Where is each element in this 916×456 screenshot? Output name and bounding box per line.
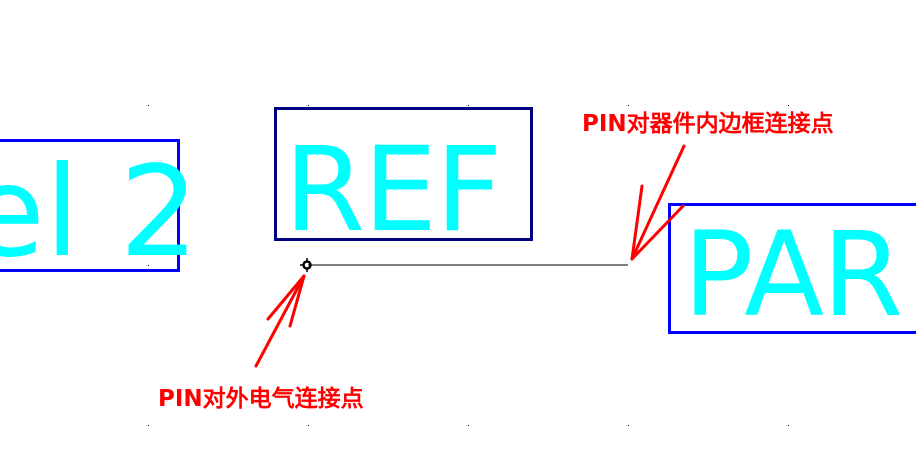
grid-dot xyxy=(468,425,469,426)
part-label-box[interactable] xyxy=(668,203,916,334)
annotation-outer-connection: PIN对外电气连接点 xyxy=(158,386,364,412)
grid-dot xyxy=(628,105,629,106)
grid-dot xyxy=(308,425,309,426)
grid-dot xyxy=(788,425,789,426)
pin-connection-point-icon[interactable] xyxy=(300,258,312,272)
arrow-inner-connection-icon xyxy=(630,144,686,261)
grid-dot xyxy=(308,105,309,106)
grid-dot xyxy=(148,425,149,426)
part-label: PAR xyxy=(683,206,903,343)
grid-dot xyxy=(628,425,629,426)
arrow-outer-connection-icon xyxy=(254,274,306,368)
annotation-inner-connection: PIN对器件内边框连接点 xyxy=(582,111,834,137)
component-label-left: el 2 xyxy=(0,140,199,285)
ref-label-box[interactable] xyxy=(274,107,533,241)
grid-dot xyxy=(788,105,789,106)
ref-label: REF xyxy=(284,121,503,258)
grid-dot xyxy=(148,105,149,106)
grid-dot xyxy=(468,105,469,106)
grid-dot xyxy=(148,265,149,266)
component-label-box-left[interactable] xyxy=(0,139,180,272)
